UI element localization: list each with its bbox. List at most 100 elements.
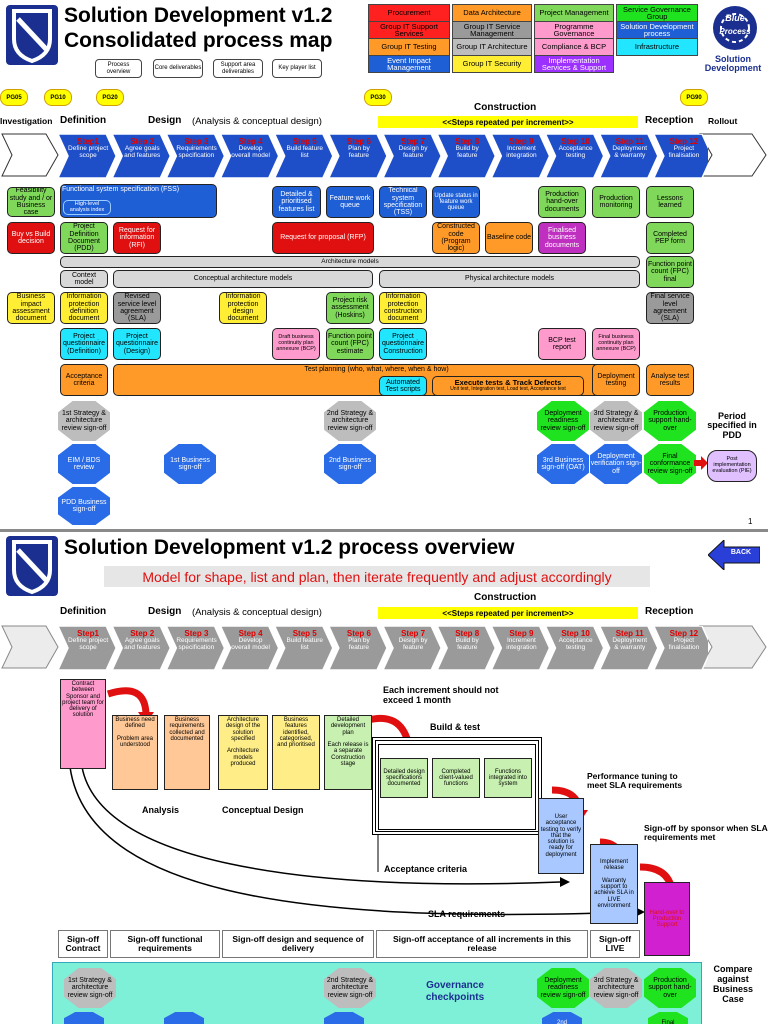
implement-release-box[interactable]: Implement release Warranty support to ac… [590,844,638,924]
key-player-list-link[interactable]: Key player list [272,59,322,78]
pdd-business-signoff[interactable]: PDD Business sign-off [58,487,110,525]
pg20-marker[interactable]: PG20 [96,89,124,106]
ipd-design[interactable]: Information protection design document [219,292,267,324]
functions-integrated-box[interactable]: Functions integrated into system [484,758,532,798]
step-chevron[interactable] [436,134,497,178]
b2-business-signoff[interactable]: 2nd Business sign-off [324,444,376,484]
requirements-box[interactable]: Business requirements collected and docu… [164,715,210,790]
support-deliverables-link[interactable]: Support area deliverables [213,59,263,78]
s3-arch-review[interactable]: 3rd Strategy & architecture review sign-… [590,401,642,441]
architecture-models-band[interactable]: Architecture models [60,256,640,268]
rfi-box[interactable]: Request for information (RFI) [113,222,161,254]
prod-handover-docs[interactable]: Production hand-over documents [538,186,586,218]
gov-s1-arch[interactable]: 1st Strategy & architecture review sign-… [64,968,116,1008]
eim-bds-review[interactable]: EIM / BDS review [58,444,110,484]
step-chevron[interactable] [219,134,280,178]
update-status-box[interactable]: Update status in feature work queue [432,186,480,218]
physical-models[interactable]: Physical architecture models [379,270,640,288]
constructed-code[interactable]: Constructed code (Program logic) [432,222,480,254]
detailed-features-list[interactable]: Detailed & prioritised features list [272,186,321,218]
core-deliverables-link[interactable]: Core deliverables [153,59,203,78]
gov-bottom-2nd[interactable]: 2nd [542,1012,582,1024]
pg30-marker[interactable]: PG30 [364,89,392,106]
gov-bottom-2[interactable] [164,1012,204,1024]
deployment-verification[interactable]: Deployment verification sign-off [590,444,642,484]
step-chevron[interactable] [544,134,605,178]
step-chevron[interactable] [598,626,659,670]
production-support-handover[interactable]: Production support hand-over [644,401,696,441]
uat-box[interactable]: User acceptance testing to verify that t… [538,798,584,874]
business-need-box[interactable]: Business need defined Problem area under… [112,715,158,790]
architecture-box[interactable]: Architecture design of the solution spec… [218,715,268,790]
conceptual-models[interactable]: Conceptual architecture models [113,270,373,288]
step-chevron[interactable] [58,626,117,670]
analyse-test-results[interactable]: Analyse test results [646,364,694,396]
step-chevron[interactable] [382,626,442,670]
baseline-code[interactable]: Baseline code [485,222,533,254]
finalised-business-docs[interactable]: Finalised business documents [538,222,586,254]
pg90-marker[interactable]: PG90 [680,89,708,106]
completed-pep-form[interactable]: Completed PEP form [646,222,694,254]
design-specs-box[interactable]: Detailed design specifications documente… [380,758,428,798]
dev-plan-box[interactable]: Detailed development plan Each release i… [324,715,372,790]
context-model[interactable]: Context model [60,270,108,288]
step-chevron[interactable] [328,626,388,670]
pg05-marker[interactable]: PG05 [0,89,28,106]
fpc-estimate[interactable]: Function point count (FPC) estimate [326,328,374,360]
step-chevron[interactable] [273,134,334,178]
b1-business-signoff[interactable]: 1st Business sign-off [164,444,216,484]
lessons-learned[interactable]: Lessons learned [646,186,694,218]
final-conformance-review[interactable]: Final conformance review sign-off [644,444,696,484]
deployment-readiness-review[interactable]: Deployment readiness review sign-off [537,401,589,441]
ipd-definition[interactable]: Information protection definition docume… [60,292,108,324]
tss-box[interactable]: Technical system specification (TSS) [379,186,427,218]
pq-definition[interactable]: Project questionnaire (Definition) [60,328,108,360]
final-sla[interactable]: Final service level agreement (SLA) [646,292,694,324]
pie-box[interactable]: Post implementation evaluation (PIE) [707,450,757,482]
gov-s3-arch[interactable]: 3rd Strategy & architecture review sign-… [590,968,642,1008]
draft-bcp[interactable]: Draft business continuity plan annexure … [272,328,320,360]
step-chevron[interactable] [328,134,388,178]
process-overview-link[interactable]: Process overview [95,59,142,78]
step-chevron[interactable] [653,134,708,178]
pg10-marker[interactable]: PG10 [44,89,72,106]
step-chevron[interactable] [436,626,497,670]
fpc-final[interactable]: Function point count (FPC) final [646,256,694,288]
gov-bottom-final[interactable]: Final [648,1012,688,1024]
step-chevron[interactable] [544,626,605,670]
step-chevron[interactable] [165,134,226,178]
pq-construction[interactable]: Project questionnaire Construction [379,328,427,360]
client-functions-box[interactable]: Completed client-valued functions [432,758,480,798]
revised-sla[interactable]: Revised service level agreement (SLA) [113,292,161,324]
deployment-testing[interactable]: Deployment testing [592,364,640,396]
automated-test-scripts[interactable]: Automated Test scripts [379,376,427,396]
project-risk-assessment[interactable]: Project risk assessment (Hoskins) [326,292,374,324]
s1-arch-review[interactable]: 1st Strategy & architecture review sign-… [58,401,110,441]
step-chevron[interactable] [598,134,659,178]
step-chevron[interactable] [653,626,708,670]
step-chevron[interactable] [273,626,334,670]
pdd-box[interactable]: Project Definition Document (PDD) [60,222,108,254]
gov-bottom-3[interactable] [324,1012,364,1024]
pq-design[interactable]: Project questionnaire (Design) [113,328,161,360]
contract-box[interactable]: Contract between Sponsor and project tea… [60,679,106,769]
gov-s2-arch[interactable]: 2nd Strategy & architecture review sign-… [324,968,376,1008]
feature-work-queue[interactable]: Feature work queue [326,186,374,218]
buy-vs-build[interactable]: Buy vs Build decision [7,222,55,254]
gov-deploy-readiness[interactable]: Deployment readiness review sign-off [537,968,589,1008]
